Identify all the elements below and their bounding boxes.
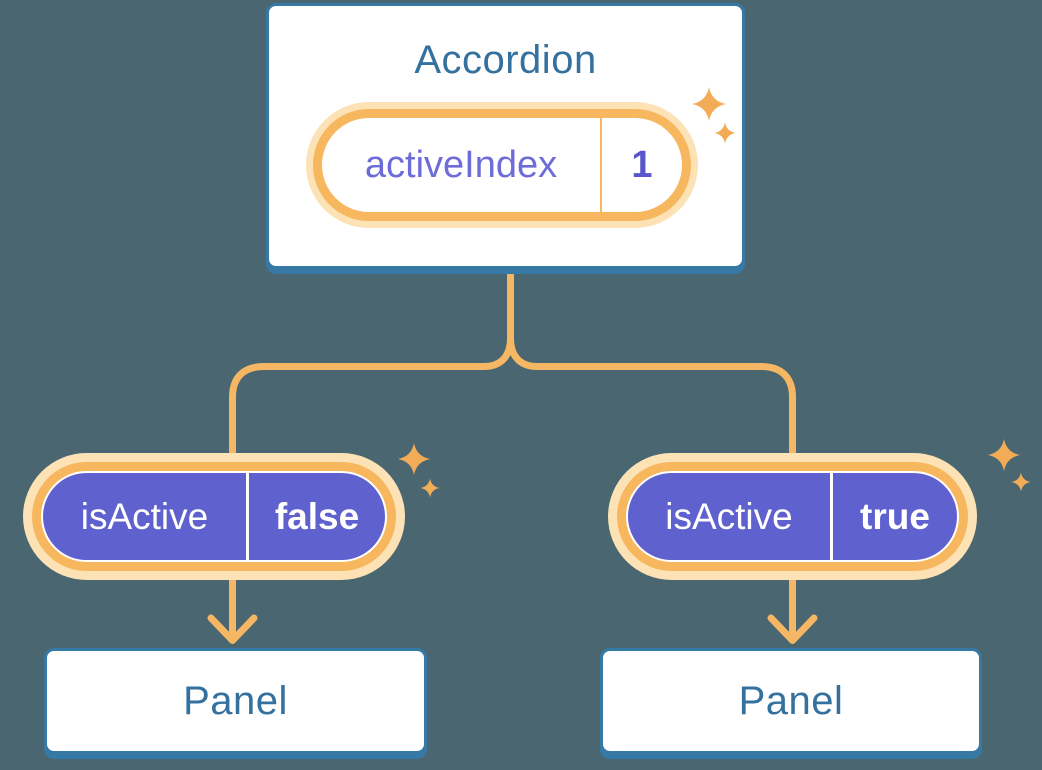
connector-line-left — [229, 259, 514, 639]
arrowhead-icon — [767, 614, 818, 644]
state-pill-activeindex: activeIndex 1 — [313, 109, 691, 221]
state-name-label: activeIndex — [364, 143, 558, 186]
arrowhead-icon — [207, 614, 258, 644]
panel-node-title: Panel — [738, 678, 844, 723]
pill-divider — [830, 473, 833, 560]
prop-pill-isactive-true: isActive true — [626, 471, 959, 562]
state-value-label: 1 — [631, 143, 653, 186]
prop-value-label: false — [274, 495, 360, 537]
pill-divider — [600, 118, 602, 212]
prop-value-label: true — [860, 495, 930, 537]
prop-name-label: isActive — [665, 495, 793, 537]
panel-node-title: Panel — [183, 678, 288, 723]
pill-divider — [246, 473, 249, 560]
prop-name-label: isActive — [80, 495, 209, 537]
connector-line-right — [507, 334, 796, 639]
panel-node-right: Panel — [600, 648, 982, 754]
accordion-node: Accordion activeIndex 1 — [266, 3, 745, 269]
prop-pill-isactive-false: isActive false — [41, 471, 387, 562]
panel-node-left: Panel — [44, 648, 427, 754]
accordion-node-title: Accordion — [414, 38, 597, 82]
